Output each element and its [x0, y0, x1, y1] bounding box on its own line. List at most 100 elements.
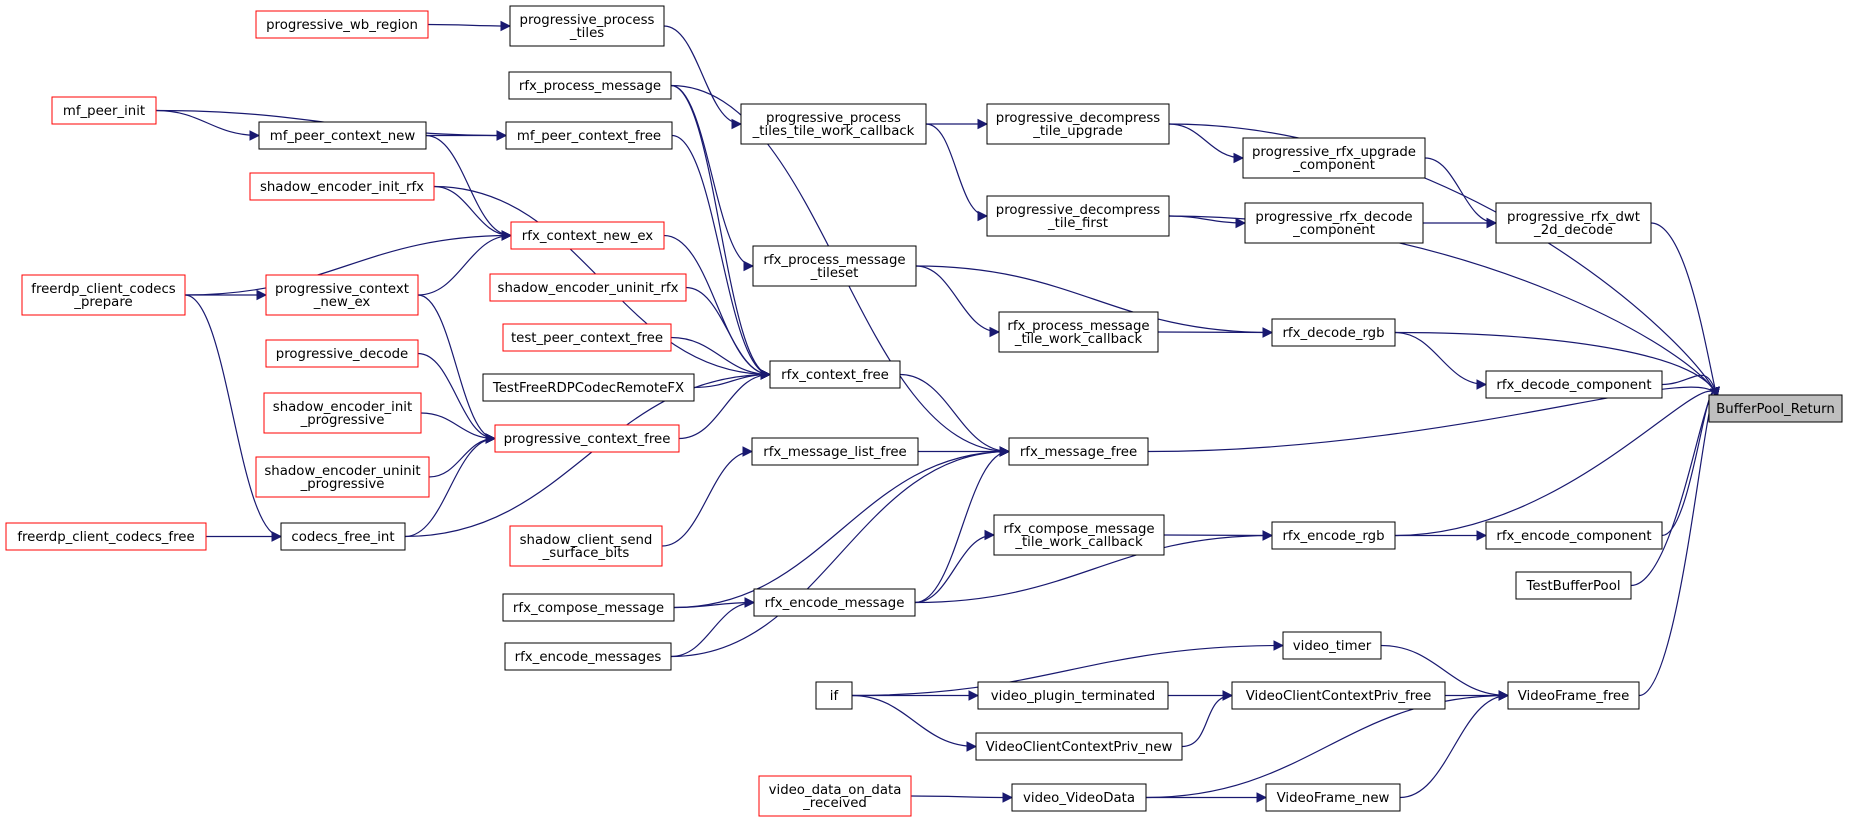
node-box	[509, 525, 663, 567]
node-label: rfx_decode_rgb	[1282, 326, 1384, 341]
node-if[interactable]: if	[815, 681, 853, 710]
node-label: VideoClientContextPriv_free	[1246, 689, 1432, 704]
node-rfx_encode_messages[interactable]: rfx_encode_messages	[504, 642, 672, 671]
node-progressive_decompress_tile_first[interactable]: progressive_decompress_tile_first	[986, 195, 1170, 237]
node-label: _received	[802, 796, 867, 811]
node-rfx_encode_message[interactable]: rfx_encode_message	[753, 588, 916, 617]
node-label: shadow_client_send	[520, 533, 653, 548]
node-label: rfx_encode_rgb	[1282, 529, 1384, 544]
node-label: _tiles_tile_work_callback	[752, 124, 915, 139]
edge-rfx_compose_message_tile_work_callback-to-rfx_encode_rgb	[1163, 530, 1274, 541]
node-progressive_wb_region[interactable]: progressive_wb_region	[255, 10, 429, 39]
node-label: video_timer	[1293, 639, 1372, 654]
node-rfx_decode_rgb[interactable]: rfx_decode_rgb	[1271, 318, 1396, 347]
node-shadow_client_send_surface_bits[interactable]: shadow_client_send_surface_bits	[509, 525, 663, 567]
node-label: rfx_context_new_ex	[522, 229, 654, 244]
node-progressive_context_free[interactable]: progressive_context_free	[494, 424, 680, 453]
edge-rfx_process_message_tileset-to-rfx_process_message_tile_work_callback	[915, 265, 1001, 338]
node-video_VideoData[interactable]: video_VideoData	[1011, 783, 1147, 812]
node-rfx_encode_component[interactable]: rfx_encode_component	[1485, 521, 1663, 550]
node-box	[758, 775, 912, 817]
node-box	[977, 681, 1169, 710]
node-VideoClientContextPriv_new[interactable]: VideoClientContextPriv_new	[975, 732, 1183, 761]
node-progressive_process_tiles[interactable]: progressive_process_tiles	[509, 5, 665, 47]
node-label: _tileset	[810, 266, 859, 281]
node-video_data_on_data_received[interactable]: video_data_on_data_received	[758, 775, 912, 817]
node-VideoFrame_free[interactable]: VideoFrame_free	[1507, 681, 1640, 710]
node-box	[751, 437, 919, 466]
node-shadow_encoder_init_rfx[interactable]: shadow_encoder_init_rfx	[249, 172, 435, 201]
node-freerdp_client_codecs_free[interactable]: freerdp_client_codecs_free	[5, 522, 207, 551]
edge-codecs_free_int-to-rfx_context_free	[404, 369, 772, 538]
node-rfx_message_free[interactable]: rfx_message_free	[1008, 437, 1149, 466]
edge-progressive_context_new_ex-to-progressive_context_free	[417, 294, 497, 444]
node-box	[993, 514, 1165, 556]
node-progressive_rfx_upgrade_component[interactable]: progressive_rfx_upgrade_component	[1242, 137, 1426, 179]
node-mf_peer_init[interactable]: mf_peer_init	[51, 96, 157, 125]
node-box	[509, 5, 665, 47]
node-TestFreeRDPCodecRemoteFX[interactable]: TestFreeRDPCodecRemoteFX	[482, 373, 695, 402]
edge-rfx_decode_rgb-to-root	[1394, 331, 1720, 399]
node-rfx_decode_component[interactable]: rfx_decode_component	[1485, 370, 1663, 399]
edge-rfx_encode_messages-to-rfx_encode_message	[670, 597, 756, 658]
node-label: rfx_decode_component	[1496, 378, 1651, 393]
node-shadow_encoder_uninit_rfx[interactable]: shadow_encoder_uninit_rfx	[489, 273, 687, 302]
node-progressive_rfx_decode_component[interactable]: progressive_rfx_decode_component	[1244, 202, 1424, 244]
node-progressive_decompress_tile_upgrade[interactable]: progressive_decompress_tile_upgrade	[986, 103, 1170, 145]
node-box	[255, 456, 430, 498]
node-test_peer_context_free[interactable]: test_peer_context_free	[502, 323, 672, 352]
node-label: _component	[1292, 223, 1375, 238]
node-codecs_free_int[interactable]: codecs_free_int	[280, 522, 406, 551]
node-rfx_context_free[interactable]: rfx_context_free	[769, 360, 901, 389]
node-box	[1515, 571, 1632, 600]
node-rfx_process_message_tileset[interactable]: rfx_process_message_tileset	[752, 245, 917, 287]
node-rfx_encode_rgb[interactable]: rfx_encode_rgb	[1271, 521, 1396, 550]
node-box	[258, 121, 427, 150]
node-rfx_message_list_free[interactable]: rfx_message_list_free	[751, 437, 919, 466]
node-box	[753, 588, 916, 617]
node-VideoFrame_new[interactable]: VideoFrame_new	[1265, 783, 1401, 812]
node-progressive_context_new_ex[interactable]: progressive_context_new_ex	[265, 274, 419, 316]
node-box	[5, 522, 207, 551]
edge-rfx_encode_messages-to-rfx_message_free	[670, 446, 1011, 658]
node-progressive_rfx_dwt_2d_decode[interactable]: progressive_rfx_dwt_2d_decode	[1495, 202, 1652, 244]
node-label: progressive_decompress	[996, 111, 1161, 126]
node-progressive_process_tiles_tile_work_callback[interactable]: progressive_process_tiles_tile_work_call…	[740, 103, 927, 145]
node-mf_peer_context_free[interactable]: mf_peer_context_free	[505, 121, 673, 150]
node-box	[1485, 521, 1663, 550]
node-label: _prepare	[73, 295, 132, 310]
edge-shadow_encoder_uninit_rfx-to-rfx_context_free	[685, 286, 772, 380]
node-rfx_process_message_tile_work_callback[interactable]: rfx_process_message_tile_work_callback	[998, 311, 1159, 353]
node-label: _tiles	[569, 26, 604, 41]
node-progressive_decode[interactable]: progressive_decode	[265, 339, 419, 368]
node-label: _component	[1292, 158, 1375, 173]
node-box	[508, 71, 672, 100]
node-freerdp_client_codecs_prepare[interactable]: freerdp_client_codecs_prepare	[21, 274, 186, 316]
edge-if-to-video_timer	[851, 640, 1285, 697]
node-shadow_encoder_init_progressive[interactable]: shadow_encoder_init_progressive	[263, 392, 422, 434]
edge-rfx_decode_rgb-to-rfx_decode_component	[1394, 331, 1488, 390]
node-box	[1008, 437, 1149, 466]
node-label: _progressive	[300, 413, 385, 428]
node-box	[510, 221, 665, 250]
node-rfx_process_message[interactable]: rfx_process_message	[508, 71, 672, 100]
edge-if-to-VideoClientContextPriv_new	[851, 694, 978, 752]
edge-progressive_rfx_upgrade_component-to-progressive_rfx_dwt_2d_decode	[1424, 157, 1498, 229]
node-rfx_compose_message_tile_work_callback[interactable]: rfx_compose_message_tile_work_callback	[993, 514, 1165, 556]
node-box	[502, 323, 672, 352]
node-label: rfx_encode_component	[1496, 529, 1651, 544]
node-box	[815, 681, 853, 710]
node-video_plugin_terminated[interactable]: video_plugin_terminated	[977, 681, 1169, 710]
node-rfx_compose_message[interactable]: rfx_compose_message	[502, 593, 675, 622]
node-shadow_encoder_uninit_progressive[interactable]: shadow_encoder_uninit_progressive	[255, 456, 430, 498]
node-TestBufferPool[interactable]: TestBufferPool	[1515, 571, 1632, 600]
node-VideoClientContextPriv_free[interactable]: VideoClientContextPriv_free	[1231, 681, 1446, 710]
node-label: rfx_process_message	[1007, 319, 1149, 334]
node-video_timer[interactable]: video_timer	[1282, 631, 1382, 660]
edge-rfx_message_free-to-root	[1147, 386, 1720, 453]
node-mf_peer_context_new[interactable]: mf_peer_context_new	[258, 121, 427, 150]
node-box	[740, 103, 927, 145]
node-box	[1507, 681, 1640, 710]
node-rfx_context_new_ex[interactable]: rfx_context_new_ex	[510, 221, 665, 250]
